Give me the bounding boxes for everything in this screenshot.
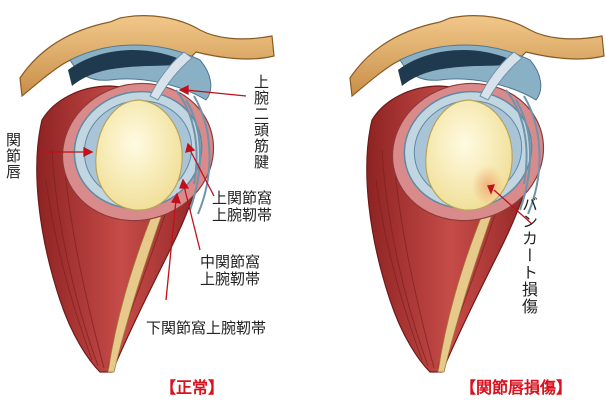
- mgh-label: 中関節窩 上腕靭帯: [200, 254, 260, 288]
- mgh-leader: [183, 185, 201, 251]
- sgh-label-line1: 上関節窩: [212, 189, 273, 207]
- labrum-label: 関節唇: [4, 132, 22, 180]
- sgh-label: 上関節窩 上腕靭帯: [212, 190, 272, 224]
- mgh-label-line2: 上腕靭帯: [200, 270, 261, 288]
- igh-leader: [165, 199, 177, 301]
- biceps-tendon-label: 上腕二頭筋腱: [252, 74, 270, 170]
- biceps-leader: [185, 89, 247, 97]
- injury-caption: 【関節唇損傷】: [460, 378, 573, 397]
- igh-label: 下関節窩上腕靭帯: [146, 319, 267, 337]
- sgh-label-line2: 上腕靭帯: [212, 206, 273, 224]
- mgh-label-line1: 中関節窩: [200, 253, 261, 271]
- sgh-leader: [189, 149, 215, 197]
- bankart-label: バンカート損傷: [519, 196, 538, 315]
- normal-caption: 【正常】: [160, 378, 225, 397]
- bankart-leader: [493, 189, 533, 225]
